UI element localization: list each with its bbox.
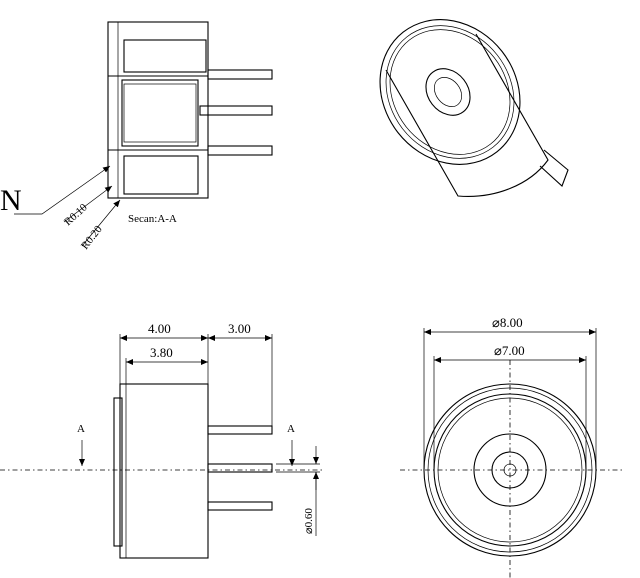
section-mark-right: A <box>287 423 295 435</box>
dim-pin-diameter: ⌀0.60 <box>303 508 315 534</box>
radius-large-label: R0.20 <box>79 223 105 252</box>
section-view <box>14 21 273 247</box>
dim-pin-length: 3.00 <box>228 321 251 336</box>
dim-outer-diameter: ⌀8.00 <box>492 315 523 330</box>
side-view <box>0 334 322 559</box>
isometric-view <box>379 19 569 197</box>
front-view <box>400 328 622 578</box>
section-mark-left: A <box>77 423 85 435</box>
dim-inner-diameter: ⌀7.00 <box>494 343 525 358</box>
dim-inner-width: 3.80 <box>150 345 173 360</box>
section-caption: Secan:A-A <box>128 213 177 225</box>
label-n: N <box>0 184 22 217</box>
dim-body-width: 4.00 <box>148 321 171 336</box>
